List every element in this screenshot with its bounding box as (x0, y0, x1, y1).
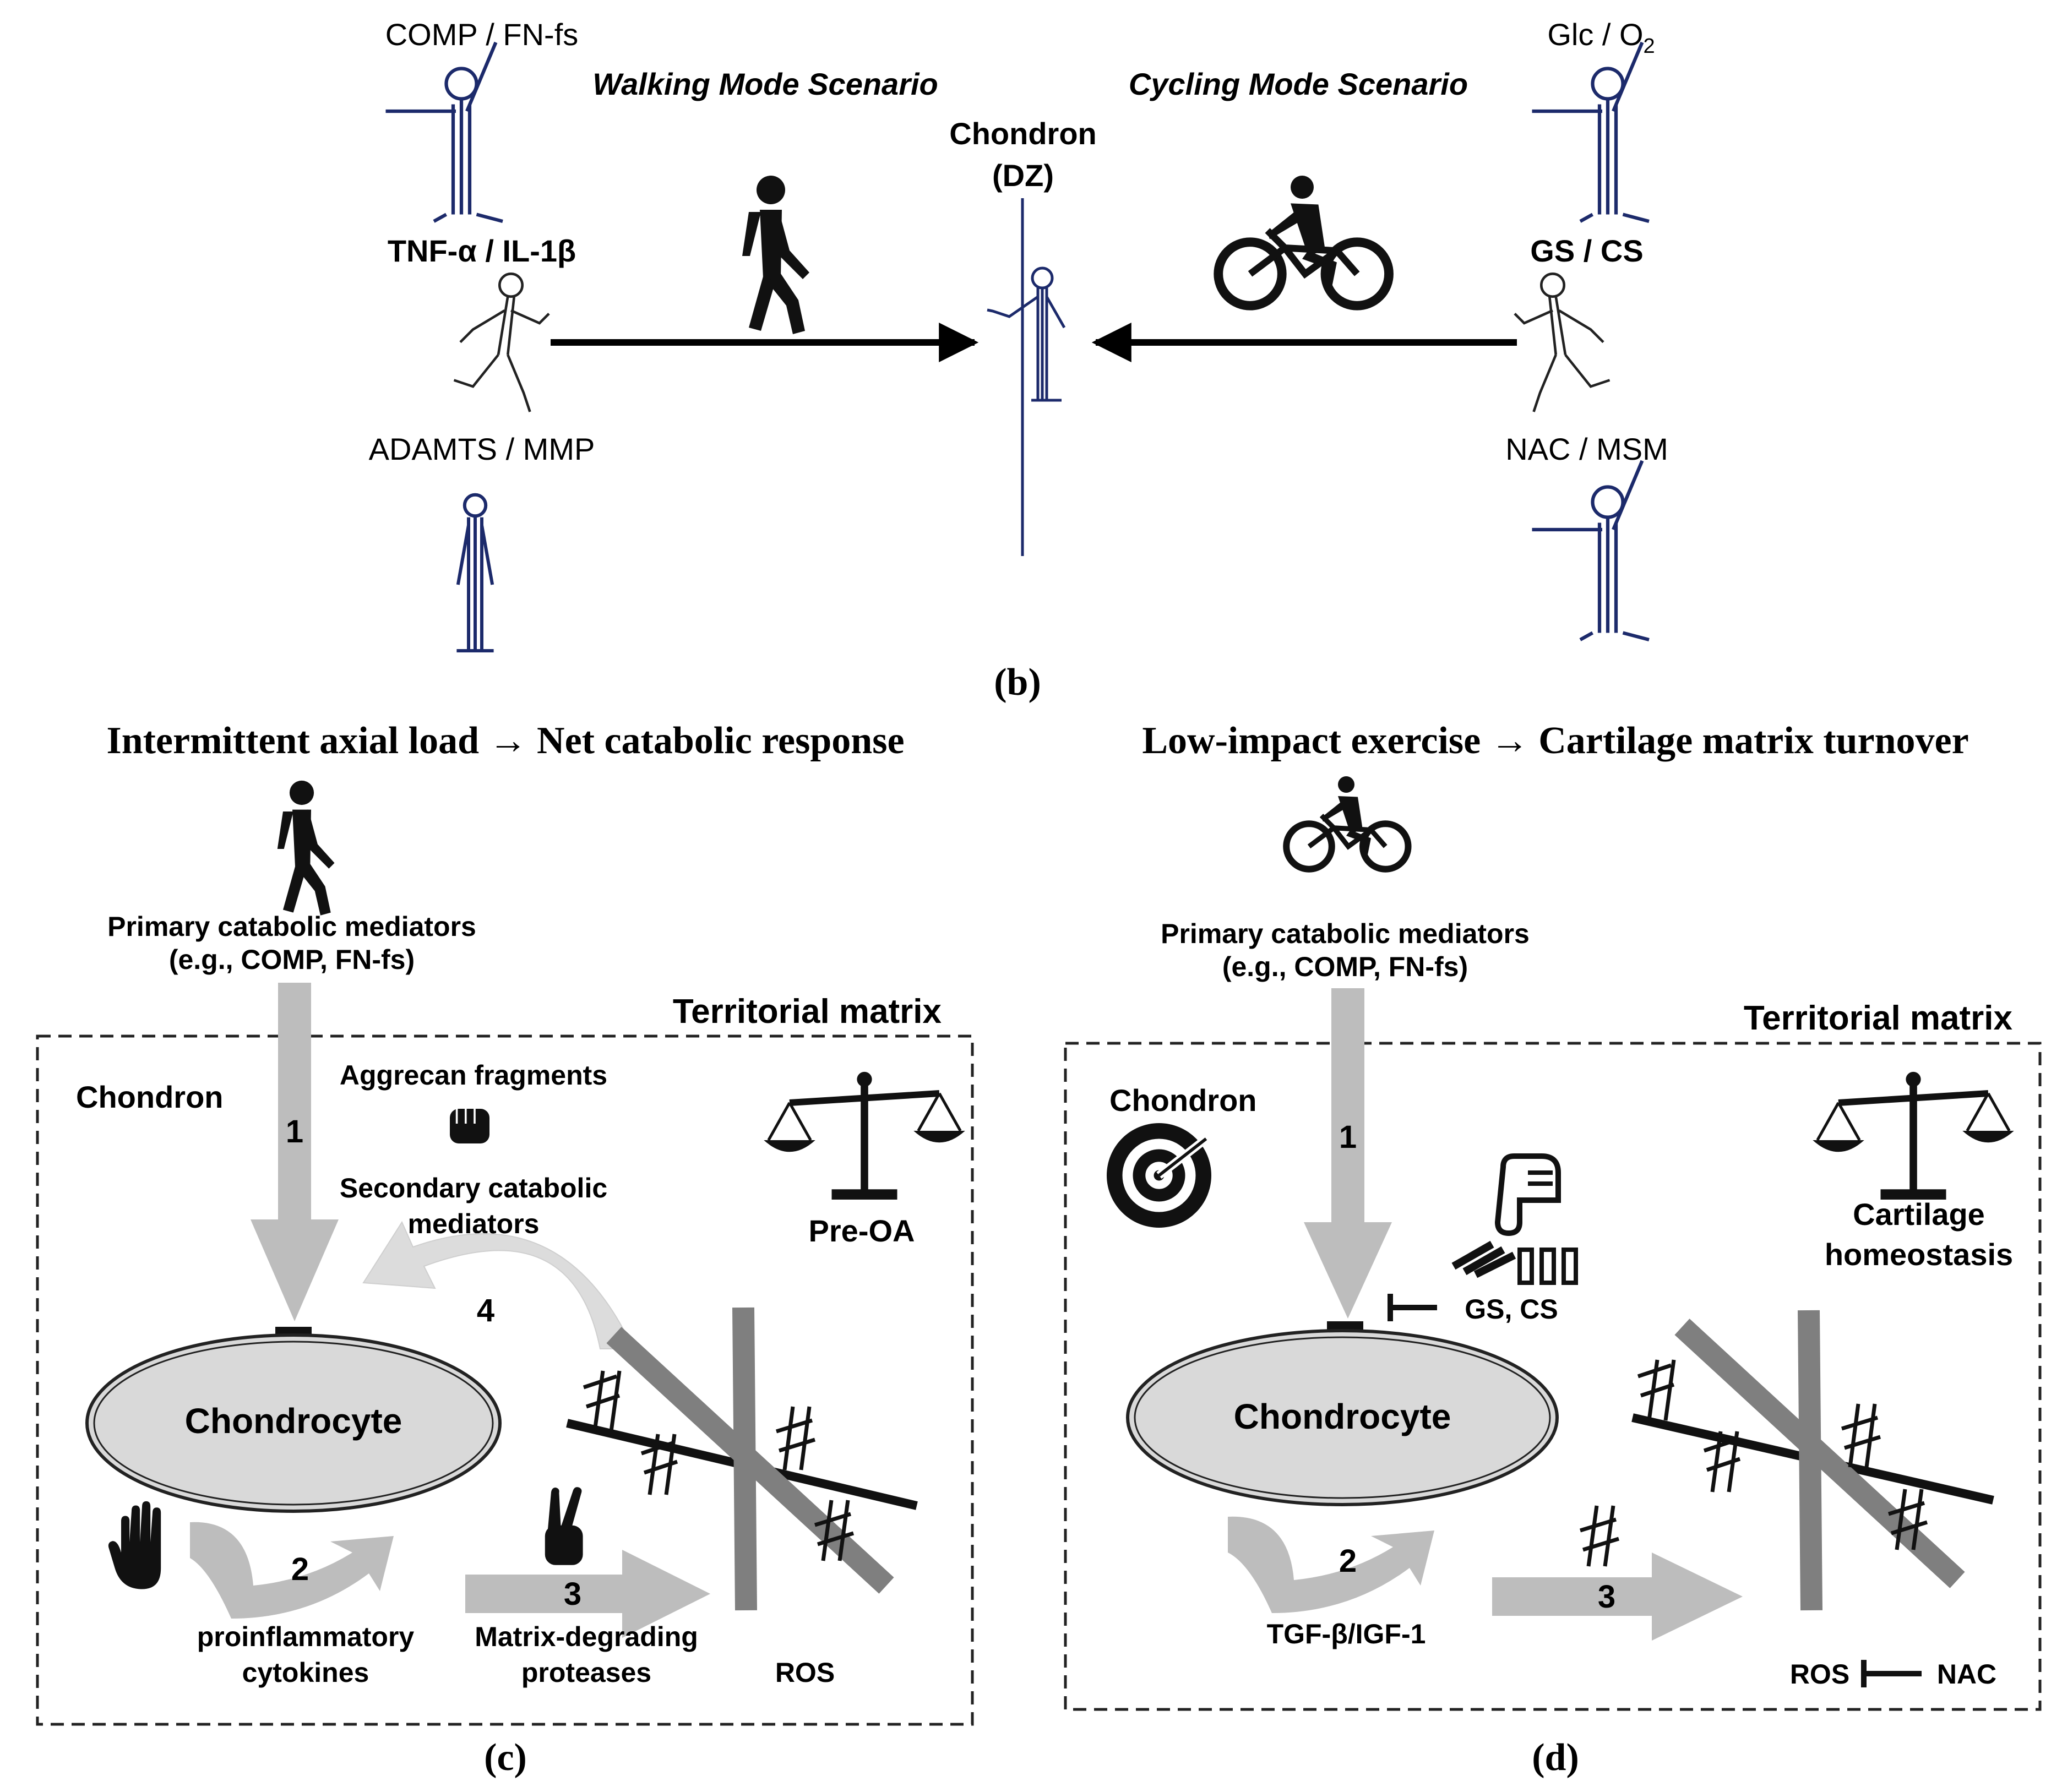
walking-title: Walking Mode Scenario (592, 67, 938, 101)
arrow-1-d (1304, 988, 1392, 1319)
chondrocyte-label-c: Chondrocyte (185, 1401, 402, 1441)
arrow-2-d (1228, 1516, 1434, 1613)
label-comp-fnfs: COMP / FN-fs (385, 17, 579, 52)
cycling-person-icon-d (1286, 776, 1408, 869)
step-2-c: 2 (291, 1551, 309, 1587)
territorial-matrix-box-d (1064, 1042, 2042, 1711)
stick-figure-waving-3 (1532, 461, 1650, 640)
mediators-line1-c: Primary catabolic mediators (107, 911, 476, 942)
chondrocyte-cell-c (85, 1333, 502, 1513)
arrow-1-c (251, 983, 339, 1321)
walking-person-icon (742, 176, 809, 334)
ros-label-c: ROS (775, 1657, 835, 1688)
gs-cs-label: GS, CS (1465, 1294, 1558, 1325)
stick-figure-center (987, 266, 1066, 402)
step-1-c: 1 (286, 1114, 303, 1150)
secondary-line1: Secondary catabolic (340, 1173, 607, 1203)
cytokines-line2: cytokines (242, 1657, 369, 1688)
fist-icon (449, 1108, 491, 1145)
step-4-c: 4 (477, 1293, 494, 1328)
stick-figure-running-1 (454, 274, 549, 412)
chondrocyte-inner-ring-d (1134, 1336, 1551, 1499)
balance-scale-icon-c (764, 1072, 965, 1200)
territorial-matrix-box-c (36, 1034, 974, 1726)
arrow-3-c (465, 1550, 710, 1638)
step-2-d: 2 (1339, 1543, 1357, 1579)
panel-d-label: (d) (1532, 1736, 1579, 1779)
panel-d: Low-impact exercise → Cartilage matrix t… (1064, 720, 2042, 1779)
target-icon (1107, 1123, 1211, 1228)
mediators-line1-d: Primary catabolic mediators (1161, 918, 1530, 949)
growth-factors-label: TGF-β/IGF-1 (1267, 1619, 1426, 1649)
panel-d-heading: Low-impact exercise → Cartilage matrix t… (1142, 720, 1968, 762)
territorial-matrix-c: Territorial matrix (673, 993, 942, 1031)
panel-c-label: (c) (484, 1736, 527, 1779)
inhibit-ros-nac (1861, 1660, 1922, 1687)
stick-figure-running-2 (1515, 274, 1610, 412)
panel-b: COMP / FN-fs Walking Mode Scenario Cycli… (369, 17, 1668, 704)
nac-label: NAC (1937, 1659, 1996, 1690)
panel-c-heading: Intermittent axial load → Net catabolic … (106, 720, 904, 762)
label-tnf-il1b: TNF-α / IL-1β (388, 233, 576, 268)
inhibit-gs-cs (1388, 1294, 1437, 1321)
homeostasis-line2: homeostasis (1825, 1237, 2013, 1272)
panel-c: Intermittent axial load → Net catabolic … (36, 720, 974, 1779)
label-adamts-mmp: ADAMTS / MMP (369, 432, 595, 466)
label-glc-o2: Glc / O2 (1547, 17, 1655, 58)
arrow-3-d (1492, 1553, 1743, 1641)
chondrocyte-label-d: Chondrocyte (1234, 1397, 1451, 1436)
step-3-d: 3 (1598, 1579, 1615, 1615)
stick-figure-waving-1 (386, 42, 503, 221)
chondron-dz-line1: Chondron (949, 116, 1096, 151)
pointing-hand-dominoes-icon (1451, 1153, 1578, 1285)
panel-b-label: (b) (994, 661, 1041, 704)
step-3-c: 3 (564, 1576, 581, 1612)
matrix-network-d (1579, 1310, 1994, 1611)
homeostasis-line1: Cartilage (1853, 1197, 1985, 1232)
chondrocyte-cell-d (1126, 1329, 1559, 1506)
matrix-network-c (566, 1307, 918, 1611)
proteases-line2: proteases (521, 1657, 651, 1688)
territorial-matrix-d: Territorial matrix (1744, 999, 2013, 1037)
label-nac-msm: NAC / MSM (1505, 432, 1668, 466)
arrow-4-c (362, 1221, 634, 1349)
chondron-label-d: Chondron (1109, 1083, 1256, 1118)
stick-figure-waving-2 (1532, 42, 1650, 221)
walking-person-icon-c (277, 780, 335, 916)
balance-scale-icon-d (1813, 1072, 2014, 1200)
chondrocyte-inner-ring-c (93, 1341, 494, 1506)
label-gs-cs: GS / CS (1530, 233, 1643, 268)
peace-hand-icon (545, 1487, 583, 1565)
step-1-d: 1 (1339, 1119, 1357, 1155)
proteases-line1: Matrix-degrading (475, 1621, 698, 1652)
cycling-person-icon (1218, 176, 1389, 306)
aggrecan-label: Aggrecan fragments (340, 1060, 607, 1091)
mediators-line2-c: (e.g., COMP, FN-fs) (169, 944, 415, 975)
arrow-2-c (190, 1522, 394, 1619)
pre-oa-label: Pre-OA (809, 1213, 915, 1248)
ros-label-d: ROS (1790, 1659, 1849, 1690)
stick-figure-standing (456, 493, 494, 653)
chondron-label-c: Chondron (76, 1080, 223, 1114)
mediators-line2-d: (e.g., COMP, FN-fs) (1222, 951, 1468, 982)
chondron-dz-line2: (DZ) (992, 158, 1054, 193)
open-hand-icon (108, 1501, 161, 1589)
cytokines-line1: proinflammatory (197, 1621, 415, 1652)
cycling-title: Cycling Mode Scenario (1129, 67, 1468, 101)
